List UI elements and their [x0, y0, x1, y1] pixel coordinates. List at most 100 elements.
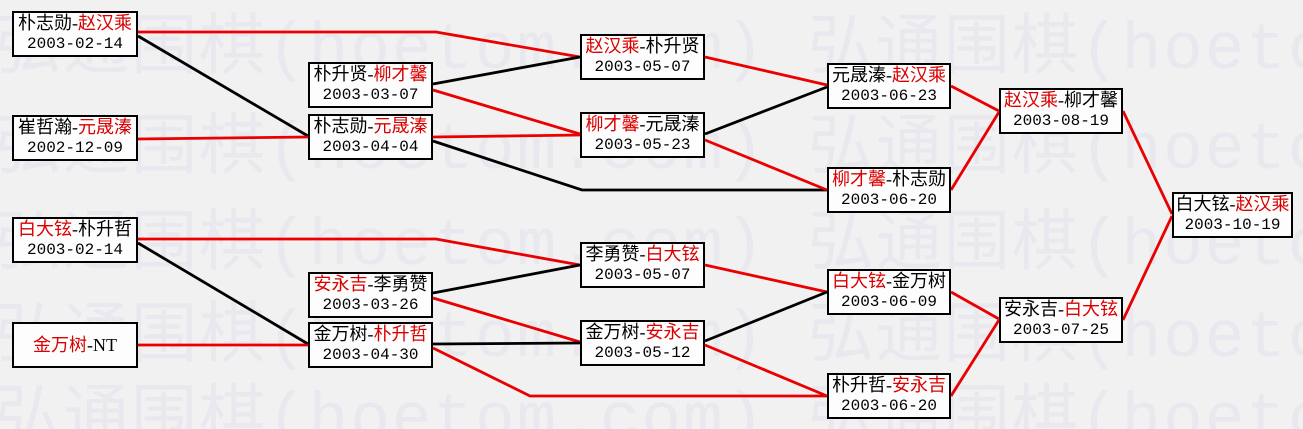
connector-B2-D2-black	[432, 139, 827, 192]
player-separator: -	[72, 219, 78, 239]
player-separator: -	[1058, 299, 1064, 319]
connector-A1-B2-black	[137, 34, 309, 138]
connector-C1-D1-red	[704, 55, 828, 87]
match-date: 2003-03-07	[322, 86, 419, 104]
match-date: 2003-02-14	[26, 35, 123, 53]
player-name-winner: 赵汉乘	[892, 65, 946, 85]
player-name-loser: 朴升贤	[313, 64, 368, 84]
player-name-winner: 安永吉	[645, 322, 700, 342]
player-separator: -	[886, 169, 892, 189]
match-date: 2003-04-30	[322, 346, 419, 364]
player-separator: -	[639, 114, 646, 134]
player-separator: -	[367, 64, 374, 84]
player-name-winner: 赵汉乘	[1235, 194, 1290, 214]
match-players: 元晟溱-赵汉乘	[832, 65, 946, 86]
match-date: 2003-06-20	[840, 191, 937, 209]
player-name-winner: 赵汉乘	[1004, 90, 1058, 110]
connector-B2-C2-red	[432, 133, 581, 139]
player-separator: -	[639, 36, 646, 56]
player-separator: -	[87, 334, 93, 355]
match-players: 金万树-NT	[33, 335, 117, 356]
match-box-B2: 朴志勋-元晟溱 2003-04-04	[308, 114, 433, 160]
player-separator: -	[1229, 194, 1236, 214]
connector-B4-D4-red	[432, 346, 827, 398]
match-players: 李勇赞-白大铉	[586, 244, 700, 265]
connector-A1-C1-red	[138, 30, 581, 59]
match-date: 2003-06-20	[840, 397, 937, 415]
player-name-winner: 安永吉	[892, 375, 946, 395]
match-players: 白大铉-朴升哲	[18, 219, 132, 240]
player-name-loser: 朴志勋	[313, 116, 368, 136]
player-name-winner: 白大铉	[832, 271, 886, 291]
player-name-winner: 白大铉	[1064, 299, 1118, 319]
connector-A3-C3-red	[138, 237, 581, 267]
player-name-loser: 白大铉	[1175, 194, 1230, 214]
player-name-loser: 李勇赞	[373, 274, 428, 294]
player-name-loser: 元晟溱	[832, 65, 886, 85]
player-separator: -	[886, 65, 892, 85]
player-name-winner: 元晟溱	[78, 117, 132, 137]
player-name-winner: 柳才馨	[373, 64, 428, 84]
player-name-loser: 李勇赞	[585, 244, 640, 264]
player-name-loser: 金万树	[585, 322, 640, 342]
match-players: 赵汉乘-朴升贤	[586, 36, 700, 57]
connector-E2-F1-red	[1121, 215, 1174, 321]
match-date: 2003-02-14	[26, 241, 123, 259]
player-name-winner: 赵汉乘	[585, 36, 640, 56]
player-name-loser: 朴志勋	[892, 169, 946, 189]
connector-D3-E2-red	[950, 290, 1000, 321]
connector-E1-F1-red	[1121, 110, 1174, 215]
match-date: 2003-08-19	[1012, 112, 1109, 130]
player-name-winner: 朴升哲	[373, 324, 428, 344]
match-date: 2003-05-23	[594, 136, 691, 154]
player-name-winner: 白大铉	[645, 244, 700, 264]
connector-D2-E1-red	[949, 111, 1001, 191]
match-date: 2003-04-04	[322, 138, 419, 156]
match-players: 柳才馨-朴志勋	[832, 169, 946, 190]
match-players: 金万树-朴升哲	[314, 324, 428, 345]
match-date: 2003-05-12	[594, 344, 691, 362]
player-separator: -	[72, 117, 78, 137]
match-date: 2003-06-23	[840, 87, 937, 105]
match-players: 崔哲瀚-元晟溱	[18, 117, 132, 138]
connector-B1-C1-black	[432, 55, 581, 86]
connector-B4-C4-black	[432, 341, 581, 346]
connector-C3-D3-red	[704, 263, 828, 294]
player-name-winner: 元晟溱	[373, 116, 428, 136]
player-name-loser: 柳才馨	[1064, 90, 1118, 110]
connector-D1-E1-red	[950, 84, 1000, 113]
match-box-C4: 金万树-安永吉 2003-05-12	[580, 320, 705, 366]
player-name-loser: 朴志勋	[18, 13, 72, 33]
match-players: 安永吉-白大铉	[1004, 299, 1118, 320]
player-name-loser: 崔哲瀚	[18, 117, 72, 137]
player-separator: -	[367, 274, 374, 294]
connector-A2-B2-red	[137, 135, 309, 141]
match-date: 2002-12-09	[26, 139, 123, 157]
player-separator: -	[367, 324, 374, 344]
player-name-loser: 元晟溱	[645, 114, 700, 134]
match-players: 柳才馨-元晟溱	[586, 114, 700, 135]
player-separator: -	[367, 116, 374, 136]
player-separator: -	[639, 322, 646, 342]
player-name-loser: 朴升贤	[645, 36, 700, 56]
player-separator: -	[72, 13, 78, 33]
match-date: 2003-06-09	[840, 293, 937, 311]
match-players: 安永吉-李勇赞	[314, 274, 428, 295]
match-players: 朴升哲-安永吉	[832, 375, 946, 396]
match-players: 朴志勋-赵汉乘	[18, 13, 132, 34]
match-players: 朴升贤-柳才馨	[314, 64, 428, 85]
